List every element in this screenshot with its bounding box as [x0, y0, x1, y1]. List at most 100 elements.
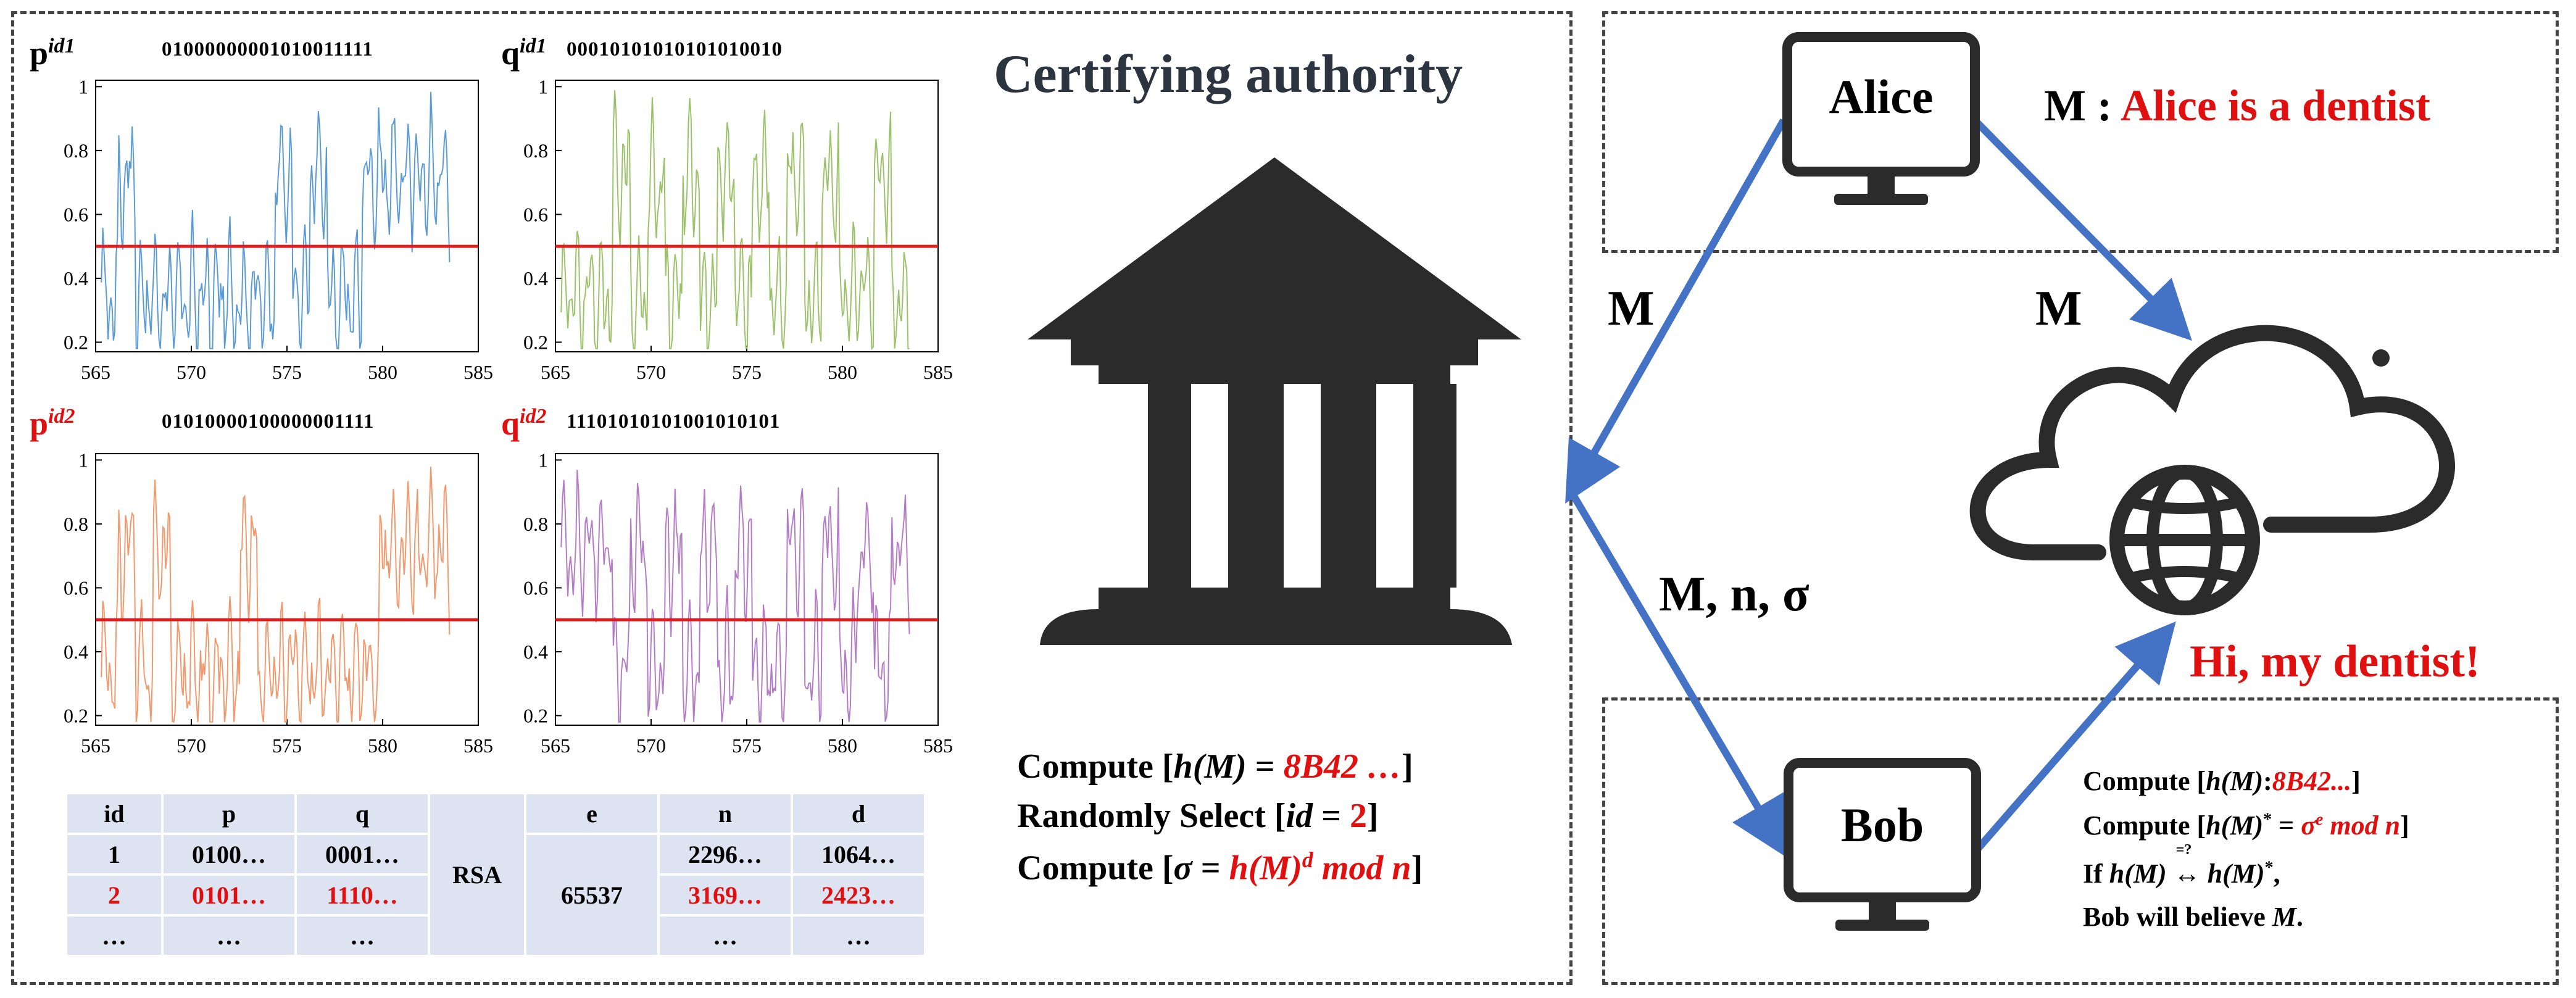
x-tick-label: 570 [636, 734, 666, 757]
table-row: 1 0100… 0001… 65537 2296… 1064… [67, 835, 924, 955]
y-tick-label: 1 [538, 75, 548, 98]
bob-panel-frame [1602, 697, 2559, 985]
y-tick-label: 0.2 [64, 704, 88, 726]
y-tick-label: 0.8 [64, 139, 88, 162]
y-tick-label: 0.2 [523, 704, 548, 726]
rsa-key-table: id p q RSA e n d 1 0100… 0001… 65537 229… [65, 792, 926, 957]
bob-line-1: Compute [h(M):8B42...] [2083, 766, 2361, 796]
table-header-id: id [67, 794, 161, 833]
x-tick-label: 570 [177, 734, 206, 757]
table-cell-d: 1064… [793, 835, 924, 873]
table-header-e: e [526, 794, 657, 833]
x-tick-label: 585 [923, 734, 953, 757]
authority-line-3: Compute [σ = h(M)d mod n] [1017, 847, 1423, 888]
y-tick-label: 0.6 [523, 576, 548, 599]
y-tick-label: 0.2 [64, 331, 88, 353]
table-header-d: d [793, 794, 924, 833]
table-header-row: id p q RSA e n d [67, 794, 924, 955]
spectrum-plots: 565 570 575 580 585 1 0.8 0.6 0.4 0.2 565 570 575 580… [64, 75, 953, 757]
table-cell-q: … [297, 917, 428, 955]
x-tick-label: 585 [463, 734, 493, 757]
y-tick-label: 0.6 [64, 203, 88, 225]
plot-2-title: qid1 [501, 35, 547, 72]
table-cell-q: 0001… [297, 835, 428, 873]
y-tick-label: 1 [78, 449, 88, 471]
x-tick-label: 585 [923, 361, 953, 383]
table-row: … … … … … [67, 917, 924, 955]
bank-building-icon [1028, 157, 1521, 645]
table-cell-id: … [67, 917, 161, 955]
arrow-label-mns: M, n, σ [1659, 567, 1809, 622]
x-tick-label: 575 [272, 361, 302, 383]
x-tick-label: 580 [828, 734, 857, 757]
spectrum-line [560, 470, 910, 723]
x-tick-label: 580 [368, 361, 397, 383]
x-tick-label: 565 [541, 734, 570, 757]
x-tick-label: 575 [272, 734, 302, 757]
x-tick-label: 575 [732, 361, 762, 383]
table-cell-d: 2423… [793, 876, 924, 914]
plot-3-title: pid2 [30, 405, 75, 442]
y-tick-label: 0.6 [523, 203, 548, 225]
table-header-q: q [297, 794, 428, 833]
plot-1-title: pid1 [30, 35, 75, 72]
alice-message: M : Alice is a dentist [2044, 81, 2430, 130]
table-row-highlight: 2 0101… 1110… 3169… 2423… [67, 876, 924, 914]
x-tick-label: 570 [177, 361, 206, 383]
y-tick-label: 0.6 [64, 576, 88, 599]
authority-line-2: Randomly Select [id = 2] [1017, 797, 1379, 835]
table-cell-p: 0101… [164, 876, 294, 914]
y-tick-label: 0.4 [64, 267, 88, 289]
bob-computer-icon [1784, 758, 1981, 931]
spectrum-line [560, 90, 910, 351]
table-cell-q: 1110… [297, 876, 428, 914]
x-tick-label: 585 [463, 361, 493, 383]
x-tick-label: 565 [81, 734, 110, 757]
plot-4-title: qid2 [501, 405, 547, 442]
y-tick-label: 0.2 [523, 331, 548, 353]
spectrum-line [101, 467, 451, 724]
table-cell-d: … [793, 917, 924, 955]
bob-label: Bob [1840, 798, 1924, 852]
bob-verify-symbol: =? [2175, 842, 2192, 858]
table-rsa-cell: RSA [430, 794, 524, 955]
bob-line-2: Compute [h(M)* = σe mod n] [2083, 810, 2409, 841]
alice-label: Alice [1829, 70, 1934, 123]
table-cell-p: … [164, 917, 294, 955]
y-tick-label: 0.8 [64, 513, 88, 535]
y-tick-label: 0.4 [64, 641, 88, 663]
arrow-authority-to-bob [1569, 491, 1789, 859]
x-tick-label: 565 [541, 361, 570, 383]
y-tick-label: 0.4 [523, 641, 548, 663]
y-tick-label: 0.8 [523, 513, 548, 535]
arrow-alice-to-authority [1565, 119, 1787, 504]
arrow-label-m-mid: M [2035, 281, 2082, 336]
bob-line-3: If h(M) =?↔ h(M)*, [2083, 842, 2280, 889]
table-cell-id: 2 [67, 876, 161, 914]
plot-4-bits: 11101010101001010101 [567, 410, 781, 433]
x-tick-label: 580 [368, 734, 397, 757]
table-header-n: n [660, 794, 791, 833]
cloud-message: Hi, my dentist! [2190, 636, 2480, 687]
authority-title: Certifying authority [994, 44, 1463, 104]
arrow-bob-to-cloud [1975, 621, 2176, 851]
table-cell-n: … [660, 917, 791, 955]
x-tick-label: 580 [828, 361, 857, 383]
alice-panel-frame [1602, 11, 2559, 253]
plot-2-bits: 00010101010101010010 [567, 38, 783, 60]
y-tick-label: 1 [78, 75, 88, 98]
cloud-globe-icon [1969, 325, 2455, 615]
table-cell-p: 0100… [164, 835, 294, 873]
bob-line-4: Bob will believe M. [2083, 902, 2303, 932]
table-e-value: 65537 [526, 835, 657, 955]
plot-1-bits: 01000000001010011111 [162, 38, 373, 60]
y-tick-label: 0.4 [523, 267, 548, 289]
table-cell-n: 2296… [660, 835, 791, 873]
arrow-label-m-left: M [1608, 281, 1655, 336]
x-tick-label: 565 [81, 361, 110, 383]
spectrum-line [101, 91, 451, 349]
arrow-alice-to-cloud [1972, 117, 2192, 341]
x-tick-label: 575 [732, 734, 762, 757]
